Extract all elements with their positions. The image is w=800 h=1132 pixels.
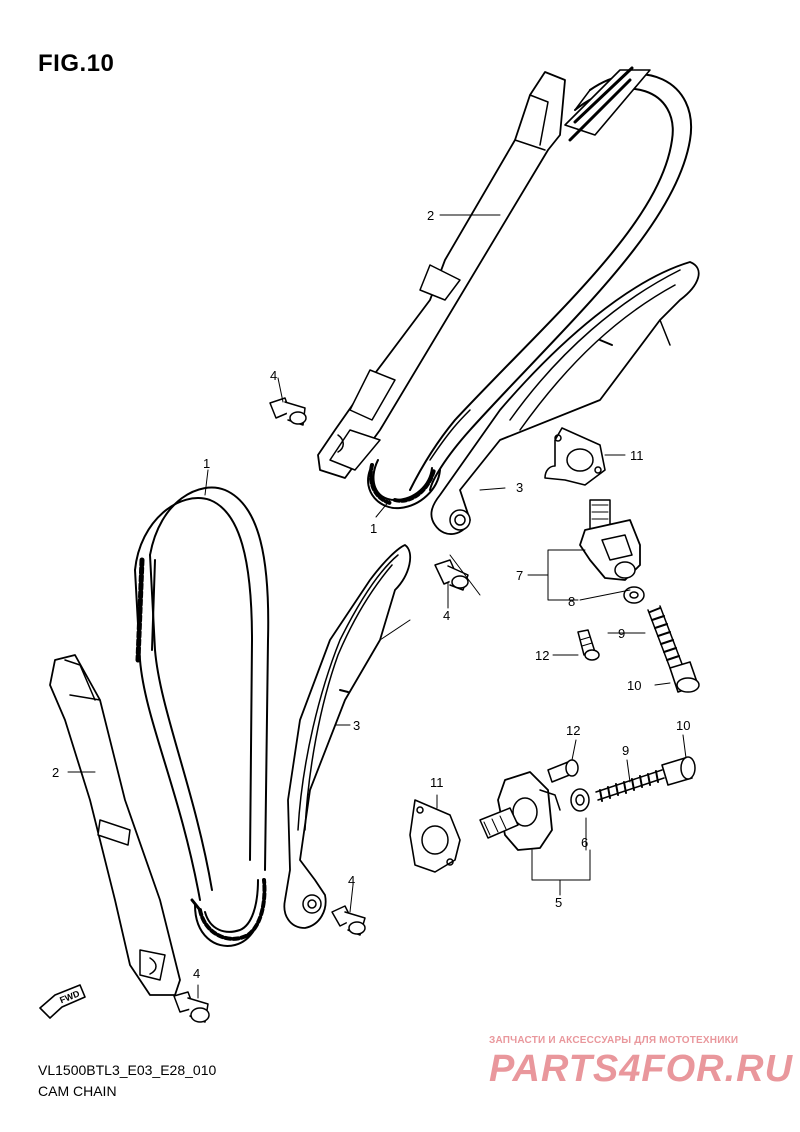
screw-upper <box>577 629 600 661</box>
chain-guide-lower <box>49 654 181 996</box>
model-code: VL1500BTL3_E03_E28_010 <box>38 1062 217 1078</box>
callout-adjuster-lower: 5 <box>555 895 562 910</box>
watermark-tagline: ЗАПЧАСТИ И АКСЕССУАРЫ ДЛЯ МОТОТЕХНИКИ <box>489 1035 739 1046</box>
callout-spring-upper: 9 <box>618 626 625 641</box>
gasket-ring-lower-hole <box>575 794 585 806</box>
tensioner-adjuster-lower <box>479 771 561 851</box>
figure-title: FIG.10 <box>38 50 115 77</box>
callout-chain-upper: 1 <box>370 521 377 536</box>
cam-chain-upper <box>367 66 693 510</box>
callout-tensioner-upper: 3 <box>516 480 523 495</box>
watermark-logo: PARTS4FOR.RU <box>489 1048 794 1090</box>
callout-gasket-lower: 11 <box>430 775 444 790</box>
spring-lower <box>595 769 665 802</box>
spring-upper <box>647 605 683 669</box>
callout-washer-upper: 8 <box>568 594 575 609</box>
chain-tensioner-upper <box>430 261 700 535</box>
bolt-lower-tensioner <box>331 905 366 936</box>
bolt-lower-guide <box>173 991 210 1023</box>
cap-bolt-lower <box>661 756 696 786</box>
leader-lines <box>67 214 687 999</box>
chain-guide-upper <box>317 71 566 479</box>
callout-bolt-b: 4 <box>443 608 450 623</box>
chain-tensioner-lower <box>283 544 412 929</box>
gasket-upper <box>544 427 606 486</box>
callout-ring-lower: 6 <box>581 835 588 850</box>
washer-upper <box>623 586 645 604</box>
tensioner-adjuster-upper <box>579 499 641 581</box>
callout-screw-lower: 12 <box>566 723 580 738</box>
cam-chain-lower <box>134 486 270 947</box>
callout-capbolt-upper: 10 <box>627 678 641 693</box>
washer-upper-hole <box>629 591 639 599</box>
bolt-upper-guide <box>269 397 307 426</box>
gasket-lower <box>409 799 461 873</box>
callout-capbolt-lower: 10 <box>676 718 690 733</box>
cap-bolt-upper <box>669 661 700 693</box>
callout-spring-lower: 9 <box>622 743 629 758</box>
screw-lower <box>547 759 579 783</box>
callout-bolt-d: 4 <box>193 966 200 981</box>
callout-screw-upper: 12 <box>535 648 549 663</box>
callout-bolt-a: 4 <box>270 368 277 383</box>
gasket-ring-lower <box>570 788 590 812</box>
callout-guide-upper: 2 <box>427 208 434 223</box>
callout-bolt-c: 4 <box>348 873 355 888</box>
callout-chain-lower: 1 <box>203 456 210 471</box>
figure-caption: CAM CHAIN <box>38 1083 117 1099</box>
callout-numbers: 2 4 1 3 11 1 7 8 4 9 12 10 2 3 12 9 10 1… <box>52 208 690 981</box>
callout-gasket-upper: 11 <box>630 448 644 463</box>
forward-arrow-icon: FWD <box>39 984 86 1019</box>
callout-adjuster-upper: 7 <box>516 568 523 583</box>
callout-tensioner-lower: 3 <box>353 718 360 733</box>
bolt-upper-tensioner <box>434 554 481 596</box>
callout-guide-lower: 2 <box>52 765 59 780</box>
